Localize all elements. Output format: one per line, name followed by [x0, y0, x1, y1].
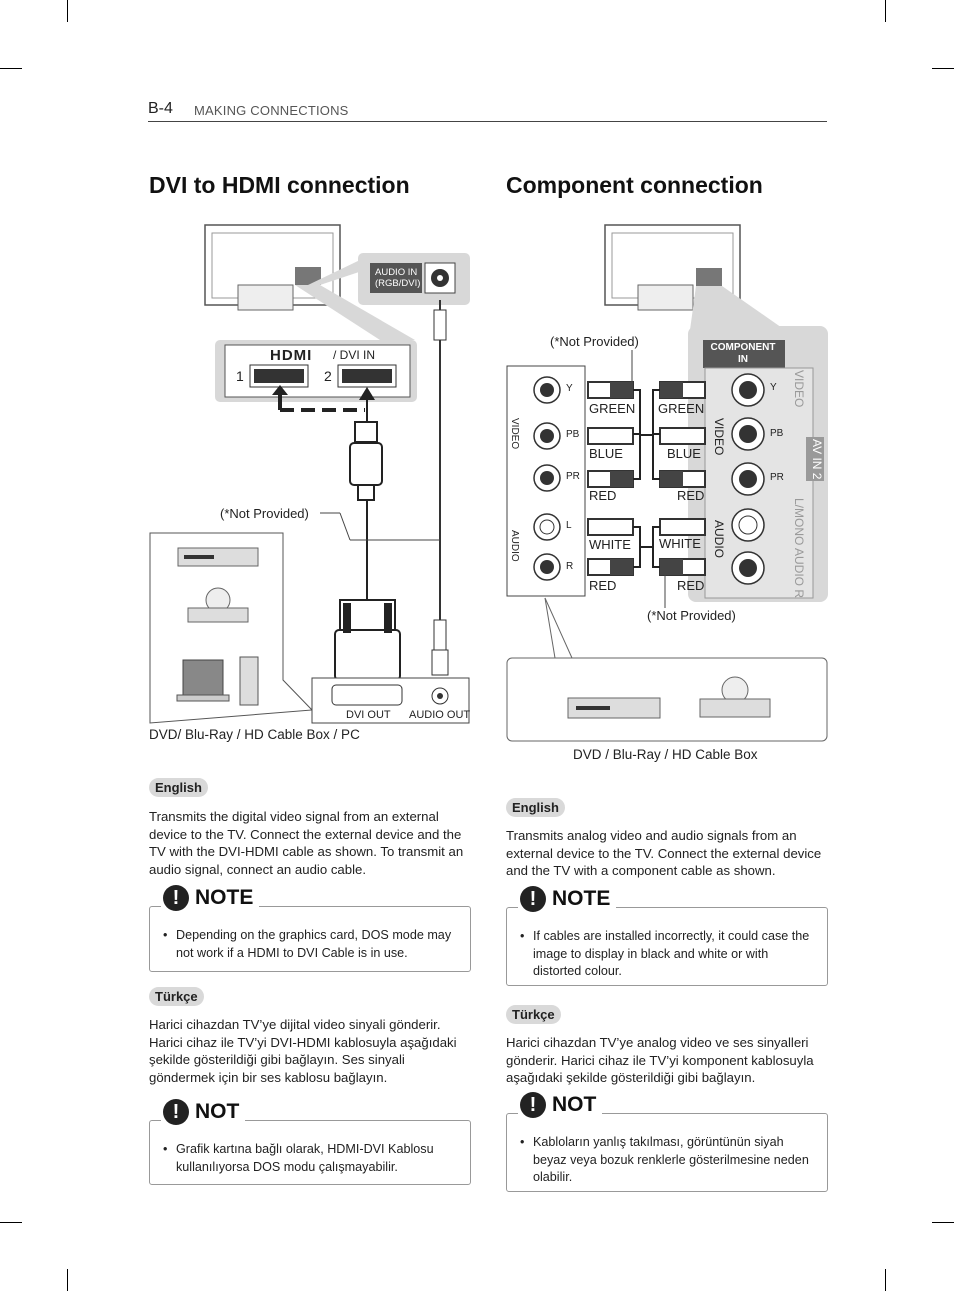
color-right-red: RED — [677, 488, 705, 503]
note-heading: ! NOT — [161, 1099, 246, 1125]
color-right-red2: RED — [677, 578, 705, 593]
exclamation-icon: ! — [163, 1099, 189, 1125]
note-label: NOTE — [195, 886, 254, 909]
right-port-pr: PR — [770, 472, 784, 483]
turkish-tag: Türkçe — [506, 1005, 561, 1024]
disc-player-icon — [187, 587, 249, 623]
side-video-label: VIDEO — [792, 370, 806, 408]
english-tag: English — [506, 798, 565, 817]
not-provided-bottom: (*Not Provided) — [647, 608, 736, 623]
left-port-pr: PR — [566, 471, 580, 482]
right-audio-label: AUDIO — [712, 520, 726, 559]
note-heading: ! NOTE — [161, 885, 260, 911]
right-diagram-caption: DVD / Blu-Ray / HD Cable Box — [573, 747, 758, 762]
section-title: MAKING CONNECTIONS — [194, 103, 349, 118]
right-port-y: Y — [770, 382, 777, 393]
exclamation-icon: ! — [163, 885, 189, 911]
turkish-text: Harici cihazdan TV’ye dijital video siny… — [149, 1017, 457, 1085]
hdmi-port-icon — [337, 364, 397, 388]
right-video-label: VIDEO — [712, 418, 726, 456]
left-port-pb: PB — [566, 429, 580, 440]
color-left-blue: BLUE — [589, 446, 623, 461]
side-av-label: AV IN 2 — [806, 437, 824, 482]
note-box — [506, 907, 828, 986]
note-box — [506, 1113, 828, 1192]
note-box — [149, 1120, 471, 1185]
note-text: Kabloların yanlış takılması, görüntünün … — [533, 1135, 809, 1184]
color-right-white: WHITE — [659, 536, 701, 551]
note-label: NOT — [195, 1100, 240, 1123]
component-diagram — [506, 224, 828, 742]
crop-mark — [932, 68, 954, 69]
note-text: Grafik kartına bağlı olarak, HDMI-DVI Ka… — [176, 1142, 434, 1174]
note-item: •Depending on the graphics card, DOS mod… — [163, 928, 452, 960]
left-port-r: R — [566, 561, 574, 572]
note-box — [149, 906, 471, 972]
audio-in-label: AUDIO IN (RGB/DVI) — [375, 267, 421, 289]
note-item: •Grafik kartına bağlı olarak, HDMI-DVI K… — [163, 1142, 434, 1174]
note-text: If cables are installed incorrectly, it … — [533, 929, 810, 978]
side-audio-label: L/MONO AUDIO R — [792, 498, 806, 599]
english-text: Transmits the digital video signal from … — [149, 809, 464, 877]
hdmi-port-icon — [249, 364, 309, 388]
exclamation-icon: ! — [520, 886, 546, 912]
note-item: •If cables are installed incorrectly, it… — [520, 929, 810, 978]
tv-back-icon — [204, 224, 341, 311]
english-tag: English — [149, 778, 208, 797]
port-2-label: 2 — [324, 368, 332, 384]
header-rule — [148, 121, 827, 122]
not-provided-top: (*Not Provided) — [550, 334, 639, 349]
left-port-l: L — [566, 520, 572, 531]
hdmi-logo: HDMI — [270, 347, 313, 364]
english-text: Transmits analog video and audio signals… — [506, 828, 822, 878]
audio-out-label: AUDIO OUT — [409, 709, 471, 721]
color-left-red: RED — [589, 488, 617, 503]
dvi-hdmi-diagram — [149, 224, 470, 724]
crop-mark — [0, 1222, 22, 1223]
right-port-pb: PB — [770, 428, 784, 439]
left-title: DVI to HDMI connection — [149, 172, 410, 198]
color-left-white: WHITE — [589, 537, 631, 552]
crop-mark — [0, 68, 22, 69]
note-heading: ! NOT — [518, 1092, 603, 1118]
hdmi-suffix: / DVI IN — [333, 348, 376, 362]
note-label: NOTE — [552, 887, 611, 910]
crop-mark — [67, 0, 68, 22]
crop-mark — [885, 0, 886, 22]
left-port-y: Y — [566, 383, 573, 394]
note-text: Depending on the graphics card, DOS mode… — [176, 928, 452, 960]
crop-mark — [885, 1269, 886, 1291]
page-number: B-4 — [148, 100, 173, 117]
dvd-player-icon — [177, 547, 259, 567]
component-in-label: COMPONENT IN — [710, 342, 776, 365]
color-left-green: GREEN — [589, 401, 636, 416]
not-provided-label: (*Not Provided) — [220, 506, 309, 521]
right-title: Component connection — [506, 172, 763, 198]
left-diagram-caption: DVD/ Blu-Ray / HD Cable Box / PC — [149, 727, 360, 742]
turkish-text: Harici cihazdan TV’ye analog video ve se… — [506, 1035, 814, 1085]
exclamation-icon: ! — [520, 1092, 546, 1118]
crop-mark — [67, 1269, 68, 1291]
note-item: •Kabloların yanlış takılması, görüntünün… — [520, 1135, 809, 1184]
crop-mark — [932, 1222, 954, 1223]
dvd-player-icon — [567, 697, 661, 719]
dvi-out-label: DVI OUT — [346, 709, 391, 721]
left-video-label: VIDEO — [509, 418, 520, 450]
color-left-red2: RED — [589, 578, 617, 593]
left-audio-label: AUDIO — [509, 530, 520, 562]
color-right-green: GREEN — [658, 401, 705, 416]
note-label: NOT — [552, 1093, 597, 1116]
color-right-blue: BLUE — [667, 446, 701, 461]
turkish-tag: Türkçe — [149, 987, 204, 1006]
pc-icon — [176, 656, 259, 706]
disc-player-icon — [699, 676, 771, 718]
port-1-label: 1 — [236, 368, 244, 384]
note-heading: ! NOTE — [518, 886, 617, 912]
